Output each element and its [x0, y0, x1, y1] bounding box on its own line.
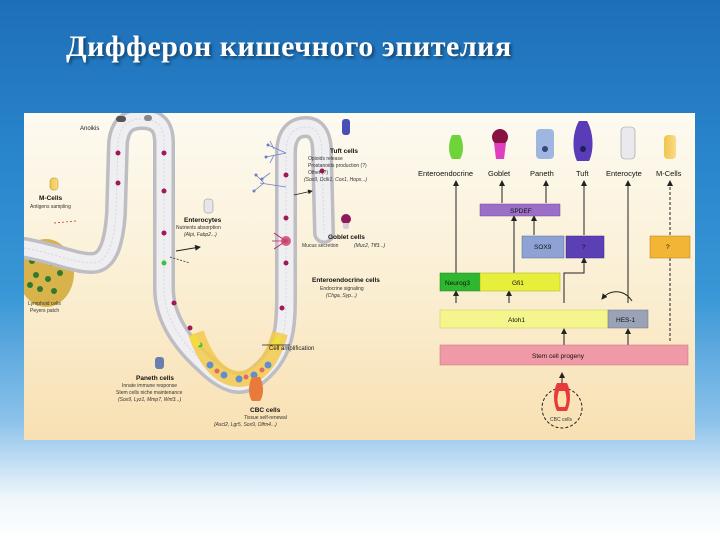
spdef-box [479, 203, 561, 217]
tuft-cell-icon [342, 119, 350, 135]
label-tuft: Tuft [576, 169, 590, 178]
m-cells-desc: Antigens sampling [30, 204, 71, 210]
q1-box [565, 235, 605, 259]
intestinal-epithelium-diagram: Anoikis M-Cells Antigens sampling Lympho… [24, 113, 691, 429]
paneth-genes: (Sox9, Lyz1, Mmp7, Wnt3...) [118, 397, 182, 403]
cbc-cycle [541, 387, 583, 429]
cbc-cell-icon [249, 377, 263, 401]
q1-label: ? [582, 244, 586, 251]
q2-box [649, 235, 691, 259]
goblet-icon [492, 129, 508, 145]
sox9-box [521, 235, 565, 259]
gfi1-box [479, 272, 561, 292]
paneth-line1: Innate immune response [122, 383, 177, 389]
sox9-label: SOX9 [534, 244, 552, 251]
spdef-label: SPDEF [510, 208, 532, 215]
progeny-box [439, 344, 689, 366]
label-goblet: Goblet [488, 169, 511, 178]
cbc-title: CBC cells [250, 407, 281, 414]
m-cell-icon [49, 177, 59, 191]
enteroendocrine-genes: (Chga, Syp...) [326, 293, 357, 299]
lymphoid-line1: Lymphoid cells [28, 301, 61, 307]
cbc-line1: Tissue self-renewal [244, 415, 287, 421]
paneth-icon [536, 129, 554, 159]
tuft-icon [573, 121, 593, 161]
atoh1-label: Atoh1 [508, 317, 525, 324]
enteroendocrine-title: Enteroendocrine cells [312, 277, 380, 284]
lineage-tree: Enteroendocrine Goblet Paneth Tuft Enter… [418, 121, 691, 429]
goblet-title: Goblet cells [328, 234, 365, 241]
hes1-label: HES-1 [616, 317, 636, 324]
enterocytes-desc: Nutrients absorption [176, 225, 221, 231]
lymphoid-line2: Peyers patch [30, 308, 59, 314]
m-cell-icon-right [664, 135, 676, 159]
goblet-desc: Mucus secretion [302, 243, 339, 249]
slide-title: Дифферон кишечного эпителия [66, 30, 512, 63]
tuft-line3: Other (?) [308, 170, 328, 176]
goblet-cell-icon [341, 214, 351, 224]
gfi1-label: Gfi1 [512, 280, 524, 287]
cbc-genes: (Ascl2, Lgr5, Sox9, Olfm4...) [214, 422, 277, 428]
tuft-genes: (Sox9, Dclk1, Cox1, Hopx...) [304, 177, 367, 183]
enterocytes-genes: (Alpi, Fabp2...) [184, 232, 217, 238]
goblet-genes: (Muc2, Tff3...) [354, 243, 385, 249]
neurog3-label: Neurog3 [445, 280, 470, 287]
villus-crypt-structure [24, 113, 351, 401]
enterocyte-icon-right [620, 126, 636, 160]
label-paneth: Paneth [530, 169, 554, 178]
enteroendocrine-desc: Endocrine signaling [320, 286, 364, 292]
label-enterocyte: Enterocyte [606, 169, 642, 178]
tuft-title: Tuft cells [330, 148, 358, 155]
enteroendocrine-icon [449, 135, 463, 159]
progeny-label: Stem cell progeny [532, 353, 585, 360]
anoikis-label: Anoikis [80, 126, 99, 132]
amplification-label: Cell amplification [269, 346, 314, 352]
hes1-box [607, 309, 649, 329]
tuft-line2: Prostanoids production (?) [308, 163, 367, 169]
paneth-cell-icon [155, 357, 164, 369]
paneth-title: Paneth cells [136, 375, 174, 382]
enterocytes-title: Enterocytes [184, 217, 222, 224]
q2-label: ? [666, 244, 670, 251]
enterocyte-icon [203, 198, 214, 214]
label-m-cells: M-Cells [656, 169, 682, 178]
diagram-panel: Anoikis M-Cells Antigens sampling Lympho… [24, 113, 695, 440]
tuft-line1: Opioids release [308, 156, 343, 162]
label-enteroendocrine: Enteroendocrine [418, 169, 473, 178]
stem-cell-zone [188, 330, 288, 388]
paneth-line2: Stem cells niche maintenance [116, 390, 183, 396]
m-cells-title: M-Cells [39, 195, 63, 202]
cbc-label-right: CBC cells [550, 417, 572, 423]
